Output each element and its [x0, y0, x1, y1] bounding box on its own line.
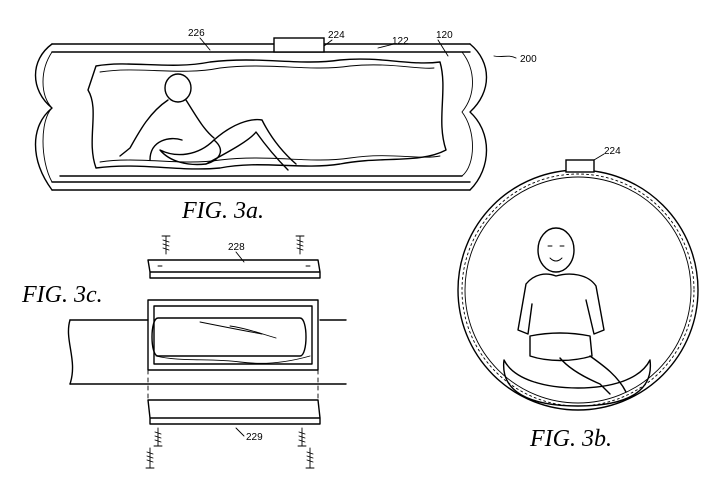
sensor-housing-224	[273, 37, 325, 53]
hatch-frame	[147, 299, 319, 371]
screw-bottom-right-2	[305, 447, 315, 469]
tube-right-cut-end	[469, 43, 488, 191]
ref-229: 229	[246, 432, 263, 443]
ref-224-fig3b: 224	[604, 146, 621, 157]
tube-left-cut-end	[34, 43, 53, 191]
screw-bottom-right	[297, 427, 307, 447]
rider-body-front	[517, 273, 605, 335]
rider-figure-side	[119, 73, 297, 171]
bottom-plate-229	[147, 399, 321, 425]
cover-plate-228	[147, 259, 321, 279]
screw-top-left	[161, 235, 171, 255]
rider-shorts-front	[529, 332, 593, 362]
rider-legs	[205, 118, 297, 171]
rider-legs-front	[559, 355, 627, 395]
ref-120: 120	[436, 30, 453, 41]
ref-224-fig3a: 224	[328, 30, 345, 41]
inner-tube-ring	[149, 137, 183, 161]
rider-shorts	[159, 139, 222, 166]
rider-figure-front	[503, 227, 652, 407]
screw-bottom-left	[153, 427, 163, 447]
tube-outer-circle	[457, 169, 699, 411]
tube-inner-circle	[464, 176, 692, 404]
tube-top-wall	[51, 43, 471, 53]
cutaway-outline	[87, 58, 447, 170]
ref-226: 226	[188, 28, 205, 39]
pipe-left-end	[67, 319, 74, 385]
tube-bottom-wall	[51, 175, 471, 191]
rider-torso	[119, 99, 215, 157]
ref-122: 122	[392, 36, 409, 47]
cylinder-wavy-rim	[155, 355, 311, 364]
caption-fig-3c: FIG. 3c.	[21, 282, 103, 308]
fig-3b-tube-cross-section: 224 FIG. 3b.	[457, 146, 699, 452]
inner-cylinder	[151, 317, 307, 357]
screw-top-right	[295, 235, 305, 255]
screw-bottom-left-2	[145, 447, 155, 469]
ref-200: 200	[520, 54, 537, 65]
rider-head	[164, 73, 192, 103]
inner-tube-front	[503, 359, 652, 407]
caption-fig-3b: FIG. 3b.	[529, 426, 612, 452]
fig-3a-tube-side-view: 226 224 122 120 200 FIG. 3a.	[34, 28, 537, 224]
fig-3c-exploded-hatch: 228 229 FIG. 3c.	[21, 235, 347, 469]
caption-fig-3a: FIG. 3a.	[181, 198, 264, 224]
sensor-housing-224-section	[565, 159, 595, 173]
ref-228: 228	[228, 242, 245, 253]
rider-head-front	[537, 227, 575, 273]
